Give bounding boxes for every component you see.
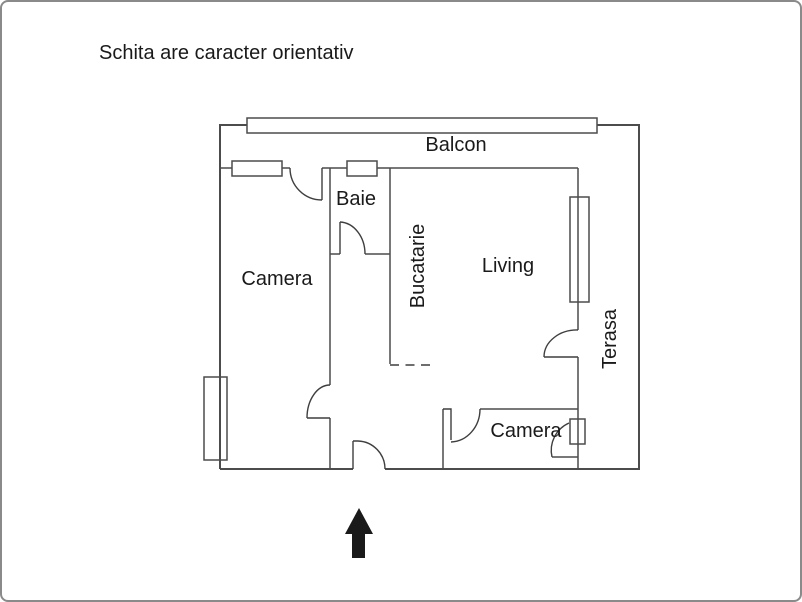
room-label-living: Living — [482, 255, 534, 277]
camera-left-door — [306, 384, 331, 419]
living-door — [543, 329, 579, 358]
outer-wall — [219, 124, 640, 470]
baie-door — [339, 221, 366, 255]
camera-left-side-window — [203, 376, 228, 461]
room-label-bucatarie: Bucatarie — [407, 224, 429, 309]
room-label-terasa: Terasa — [599, 308, 621, 369]
room-label-camera-left: Camera — [241, 268, 313, 290]
camera-bottom-window — [569, 418, 586, 445]
disclaimer-title: Schita are caracter orientativ — [99, 42, 354, 64]
living-window — [569, 196, 590, 303]
room-label-balcon: Balcon — [425, 134, 486, 156]
baie-window — [346, 160, 378, 177]
camera-left-window — [231, 160, 283, 177]
entrance-arrow-icon — [345, 508, 373, 558]
living-right-wall — [552, 168, 579, 469]
room-label-baie: Baie — [336, 188, 376, 210]
camera-bottom-walls — [442, 408, 578, 469]
room-label-camera-bottom: Camera — [490, 420, 562, 442]
balcony-railing — [246, 117, 598, 134]
camera-bottom-door — [443, 408, 481, 443]
balcony-door — [289, 167, 323, 201]
terasa-door — [550, 422, 570, 458]
entrance-door — [352, 440, 386, 470]
